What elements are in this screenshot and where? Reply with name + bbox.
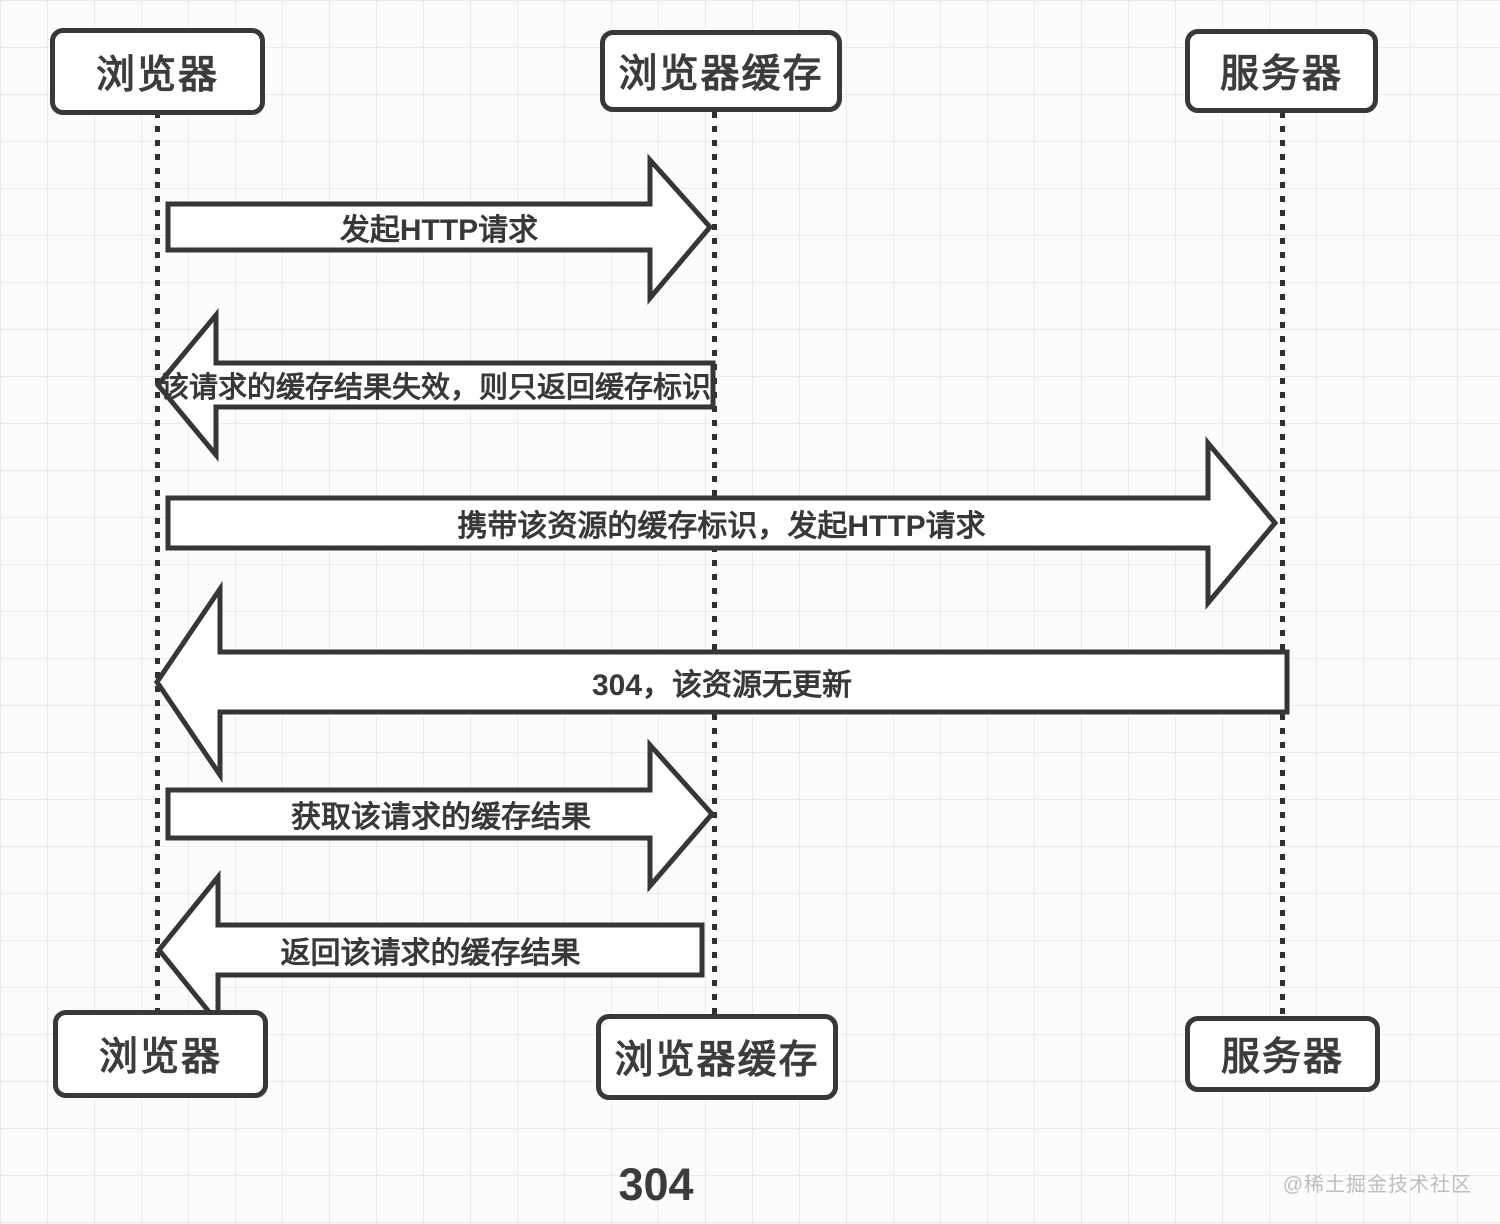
message-label-1: 发起HTTP请求 [339, 214, 539, 247]
message-label-3: 携带该资源的缓存标识，发起HTTP请求 [457, 510, 986, 543]
message-label-6: 返回该请求的缓存结果 [280, 937, 581, 970]
message-arrow-5 [165, 738, 716, 893]
actor-box-server-bottom: 服务器 [1185, 1016, 1380, 1092]
actor-box-cache-top: 浏览器缓存 [600, 30, 842, 112]
message-arrow-4 [153, 580, 1290, 784]
actor-box-server-top: 服务器 [1185, 29, 1378, 113]
message-label-2: 该请求的缓存结果失效，则只返回缓存标识 [159, 372, 711, 404]
lifeline-cache [712, 112, 717, 1014]
watermark: @稀土掘金技术社区 [1282, 1174, 1472, 1196]
lifeline-server [1280, 112, 1285, 1014]
message-arrow-6 [155, 869, 705, 1031]
message-arrow-3 [165, 436, 1279, 610]
message-arrow-2 [154, 308, 716, 462]
actor-box-browser-bottom: 浏览器 [53, 1010, 268, 1098]
message-label-5: 获取该请求的缓存结果 [291, 801, 591, 834]
message-label-4: 304，该资源无更新 [591, 669, 853, 702]
status-code-caption: 304 [618, 1159, 694, 1210]
actor-box-browser-top: 浏览器 [50, 28, 265, 115]
lifeline-browser [155, 112, 160, 1014]
message-arrow-1 [165, 153, 714, 305]
actor-box-cache-bottom: 浏览器缓存 [596, 1014, 838, 1100]
